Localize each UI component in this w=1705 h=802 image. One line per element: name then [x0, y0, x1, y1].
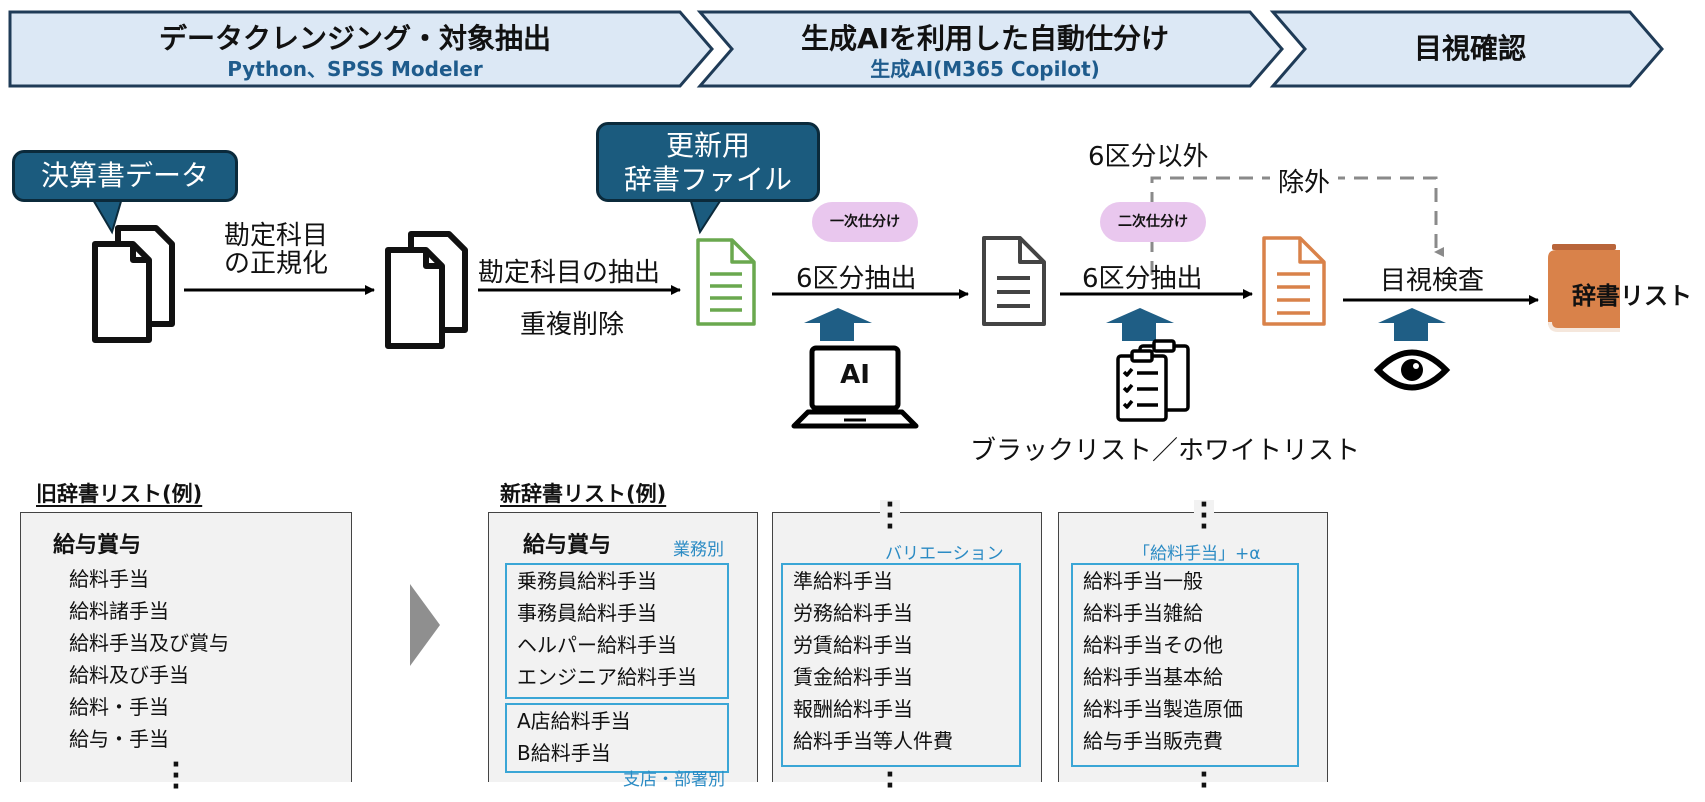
phase-1-chevron: [8, 10, 714, 88]
gray-document-icon: [982, 236, 1046, 326]
new-dict-group: 給与賞与: [523, 533, 612, 558]
callout-dict-line1: 更新用: [665, 129, 750, 162]
list-item: 給料・手当: [69, 695, 169, 719]
col2-bottom-ellipsis: ··: [885, 760, 895, 801]
phase-2-title: 生成AIを利用した自動仕分け: [800, 22, 1170, 55]
phase-3-chevron: [1269, 10, 1664, 88]
exclude-label: 除外: [1270, 162, 1339, 199]
normalize-label-line1: 勘定科目: [223, 221, 328, 251]
phase-2-subtitle: 生成AI(M365 Copilot): [870, 57, 1100, 81]
callout-input-data: 決算書データ: [12, 150, 238, 202]
list-item: エンジニア給料手当: [517, 665, 697, 689]
second-sort-pill: 二次仕分け: [1100, 202, 1206, 242]
tag-plus-alpha: 「給料手当」+α: [1133, 544, 1261, 564]
second-extract-label: 6区分抽出: [1082, 264, 1203, 294]
col2-top-ellipsis: ···: [880, 492, 900, 540]
ai-label: AI: [840, 360, 870, 390]
list-item: 給料手当等人件費: [793, 729, 953, 753]
extract-label: 勘定科目の抽出: [478, 258, 661, 288]
old-dict-ellipsis: ···: [171, 750, 181, 802]
old-dict-group: 給与賞与: [53, 533, 142, 558]
first-sort-pill: 一次仕分け: [812, 202, 918, 242]
list-item: 給料手当及び賞与: [69, 631, 229, 655]
callout-tail-dict: [688, 197, 724, 235]
laptop-ai-icon: [791, 345, 919, 429]
dictionary-book-icon: [1548, 244, 1620, 332]
visual-check-label: 目視検査: [1380, 266, 1485, 296]
list-item: 労賃給料手当: [793, 633, 913, 657]
new-dict-title: 新辞書リスト(例): [500, 482, 667, 506]
list-item: ヘルパー給料手当: [517, 633, 677, 657]
normalize-label-line2: の正規化: [223, 249, 328, 279]
orange-document-icon: [1262, 236, 1326, 326]
eye-icon: [1373, 349, 1451, 391]
new-dict-panel-3: 「給料手当」+α 給料手当一般 給料手当雑給 給料手当その他 給料手当基本給 給…: [1058, 512, 1328, 782]
old-dict-title: 旧辞書リスト(例): [36, 482, 203, 506]
list-item: 給料手当基本給: [1083, 665, 1223, 689]
document-stack-icon-2: [385, 231, 468, 349]
col3-bottom-ellipsis: ··: [1199, 760, 1209, 801]
business-box: 乗務員給料手当 事務員給料手当 ヘルパー給料手当 エンジニア給料手当: [505, 563, 729, 699]
tag-by-business: 業務別: [673, 540, 724, 560]
list-item: 労務給料手当: [793, 601, 913, 625]
first-extract-label: 6区分抽出: [796, 264, 917, 294]
list-item: 給料手当一般: [1083, 569, 1203, 593]
variation-box: 準給料手当 労務給料手当 労賃給料手当 賃金給料手当 報酬給料手当 給料手当等人…: [781, 563, 1021, 767]
green-document-icon: [696, 238, 756, 326]
list-item: 給与手当販売費: [1083, 729, 1223, 753]
callout-dict-line2: 辞書ファイル: [623, 163, 792, 196]
list-item: 給与・手当: [69, 727, 169, 751]
other-category-label: 6区分以外: [1088, 142, 1209, 172]
list-item: 給料手当製造原価: [1083, 697, 1243, 721]
phase-2-chevron: [696, 10, 1284, 88]
list-item: 給料手当: [69, 567, 149, 591]
document-stack-icon-1: [92, 225, 175, 343]
old-dict-list: 給料手当 給料諸手当 給料手当及び賞与 給料及び手当 給料・手当 給与・手当: [69, 563, 229, 755]
normalize-label: 勘定科目 の正規化: [206, 222, 346, 278]
upload-arrow-ai: [804, 308, 872, 341]
flow-graphics: [90, 176, 1620, 429]
plus-alpha-box: 給料手当一般 給料手当雑給 給料手当その他 給料手当基本給 給料手当製造原価 給…: [1071, 563, 1299, 767]
phase-1-title: データクレンジング・対象抽出: [158, 22, 551, 55]
dedupe-label: 重複削除: [520, 310, 625, 340]
list-item: 給料諸手当: [69, 599, 169, 623]
clipboard-checklist-icon: [1116, 339, 1190, 422]
upload-arrow-eye: [1378, 308, 1446, 341]
phase-1-subtitle: Python、SPSS Modeler: [227, 57, 483, 81]
black-white-list-label: ブラックリスト／ホワイトリスト: [970, 436, 1361, 466]
list-item: 賃金給料手当: [793, 665, 913, 689]
upload-arrow-lists: [1106, 308, 1174, 341]
transition-arrow-icon: [410, 584, 440, 666]
new-dict-panel-1: 給与賞与 業務別 乗務員給料手当 事務員給料手当 ヘルパー給料手当 エンジニア給…: [488, 512, 758, 790]
dictionary-list-label: 辞書リスト: [1572, 282, 1692, 310]
list-item: 報酬給料手当: [793, 697, 913, 721]
list-item: 給料及び手当: [69, 663, 189, 687]
list-item: 事務員給料手当: [517, 601, 657, 625]
tag-by-branch: 支店・部署別: [623, 770, 725, 790]
col3-top-ellipsis: ···: [1194, 492, 1214, 540]
phase-chevrons: [8, 10, 1664, 88]
list-item: A店給料手当: [517, 709, 631, 733]
list-item: 乗務員給料手当: [517, 569, 657, 593]
tag-variation: バリエーション: [885, 544, 1004, 564]
list-item: B給料手当: [517, 741, 611, 765]
list-item: 給料手当その他: [1083, 633, 1223, 657]
new-dict-panel-2: バリエーション 準給料手当 労務給料手当 労賃給料手当 賃金給料手当 報酬給料手…: [772, 512, 1042, 782]
phase-3-title: 目視確認: [1413, 32, 1526, 65]
list-item: 給料手当雑給: [1083, 601, 1203, 625]
list-item: 準給料手当: [793, 569, 893, 593]
branch-box: A店給料手当 B給料手当: [505, 703, 729, 773]
callout-dictionary-file: 更新用 辞書ファイル: [596, 122, 820, 202]
old-dict-panel: 給与賞与 給料手当 給料諸手当 給料手当及び賞与 給料及び手当 給料・手当 給与…: [20, 512, 352, 782]
